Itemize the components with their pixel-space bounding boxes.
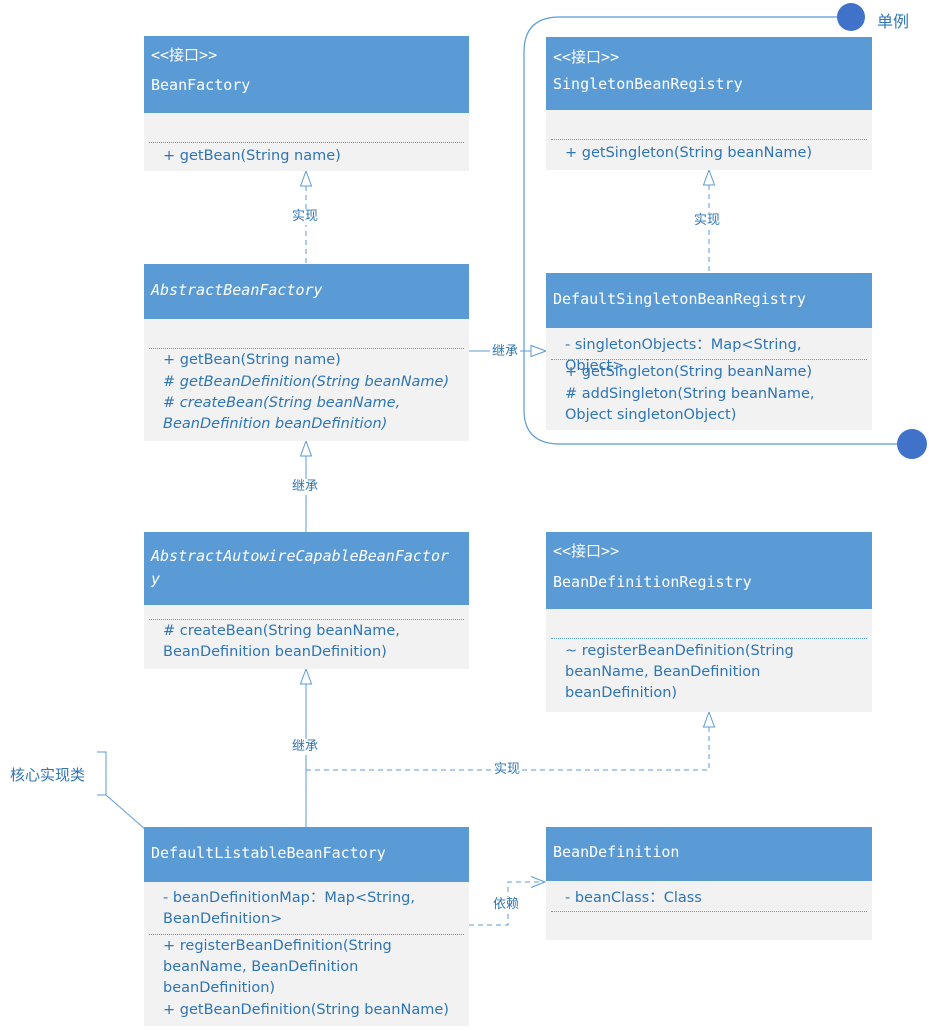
class-header: DefaultSingletonBeanRegistry — [546, 273, 872, 328]
method: + getBean(String name) — [163, 352, 341, 368]
abf-implements-bf-arrow — [299, 169, 313, 187]
class-name: DefaultListableBeanFactory — [151, 844, 386, 862]
compartment-separator — [149, 934, 464, 935]
class-header: <<接口>> BeanDefinitionRegistry — [546, 532, 872, 609]
method: + registerBeanDefinition(String beanName… — [163, 938, 392, 996]
class-name: BeanFactory — [151, 76, 251, 94]
core-implementation-note: 核心实现类 — [10, 766, 86, 784]
method: # addSingleton(String beanName, Object s… — [565, 386, 815, 423]
label-abf-implements-bf: 实现 — [290, 209, 321, 225]
label-dlbf-implements-bdr: 实现 — [492, 762, 523, 778]
method: ~ registerBeanDefinition(String beanName… — [565, 643, 794, 701]
core-note-leader — [105, 794, 147, 831]
method: + getSingleton(String beanName) — [565, 364, 813, 380]
abf-extends-dsbr-arrow — [530, 344, 548, 358]
label-dlbf-depends-bd: 依赖 — [491, 897, 522, 913]
singleton-group-start-dot — [837, 3, 865, 31]
aacbf-extends-abf-arrow — [299, 439, 313, 457]
dsbr-implements-sbr-arrow — [702, 168, 716, 186]
class-name-line-2: y — [151, 570, 161, 588]
label-abf-extends-dsbr: 继承 — [490, 344, 521, 360]
class-header: BeanDefinition — [546, 827, 872, 881]
class-name-line-1: AbstractAutowireCapableBeanFactor — [151, 547, 450, 565]
singleton-group-boundary — [523, 16, 912, 445]
class-name: BeanDefinitionRegistry — [553, 573, 752, 591]
compartment-separator — [551, 911, 867, 912]
dlbf-depends-bd-line — [469, 881, 545, 926]
label-aacbf-extends-abf: 继承 — [290, 479, 321, 495]
class-abstract-autowire-capable-bean-factory: AbstractAutowireCapableBeanFactor y # cr… — [144, 532, 469, 669]
class-abstract-bean-factory: AbstractBeanFactory + getBean(String nam… — [144, 264, 469, 441]
compartment-separator — [551, 359, 867, 360]
method: + getSingleton(String beanName) — [565, 145, 813, 161]
class-header: <<接口>> SingletonBeanRegistry — [546, 37, 872, 110]
attribute: - beanClass：Class — [565, 890, 702, 906]
class-header: AbstractBeanFactory — [144, 264, 469, 319]
class-name: BeanDefinition — [553, 843, 680, 861]
class-name: SingletonBeanRegistry — [553, 75, 743, 93]
method: + getBeanDefinition(String beanName) — [163, 1002, 449, 1018]
class-header: <<接口>> BeanFactory — [144, 36, 469, 113]
compartment-separator — [149, 142, 464, 143]
method: + getBean(String name) — [163, 148, 341, 164]
compartment-separator — [551, 638, 867, 639]
compartment-separator — [551, 139, 867, 140]
dlbf-implements-bdr-arrow — [702, 710, 716, 728]
method: # createBean(String beanName, BeanDefini… — [163, 395, 401, 432]
stereotype-label: <<接口>> — [553, 48, 620, 66]
class-bean-factory: <<接口>> BeanFactory + getBean(String name… — [144, 36, 469, 171]
compartment-separator — [149, 348, 464, 349]
label-dsbr-implements-sbr: 实现 — [692, 213, 723, 229]
singleton-group-end-dot — [897, 429, 927, 459]
attribute: - beanDefinitionMap：Map<String, BeanDefi… — [163, 890, 415, 927]
class-bean-definition: BeanDefinition - beanClass：Class — [546, 827, 872, 940]
class-header: DefaultListableBeanFactory — [144, 827, 469, 882]
singleton-group-label: 单例 — [877, 12, 910, 31]
dlbf-depends-bd-arrow — [530, 876, 547, 888]
class-header: AbstractAutowireCapableBeanFactor y — [144, 532, 469, 605]
compartment-separator — [149, 619, 464, 620]
class-name: DefaultSingletonBeanRegistry — [553, 290, 806, 308]
attribute: - singletonObjects：Map<String, Object> — [565, 337, 802, 374]
method: # getBeanDefinition(String beanName) — [163, 374, 450, 390]
class-default-singleton-bean-registry: DefaultSingletonBeanRegistry - singleton… — [546, 273, 872, 430]
label-dlbf-extends-aacbf: 继承 — [290, 739, 321, 755]
stereotype-label: <<接口>> — [151, 46, 218, 64]
method: # createBean(String beanName, BeanDefini… — [163, 623, 400, 660]
stereotype-label: <<接口>> — [553, 542, 620, 560]
dlbf-extends-aacbf-arrow — [299, 667, 313, 685]
class-singleton-bean-registry: <<接口>> SingletonBeanRegistry + getSingle… — [546, 37, 872, 170]
class-bean-definition-registry: <<接口>> BeanDefinitionRegistry ~ register… — [546, 532, 872, 712]
class-name: AbstractBeanFactory — [151, 281, 323, 299]
core-note-bracket — [97, 751, 107, 796]
class-default-listable-bean-factory: DefaultListableBeanFactory - beanDefinit… — [144, 827, 469, 1026]
